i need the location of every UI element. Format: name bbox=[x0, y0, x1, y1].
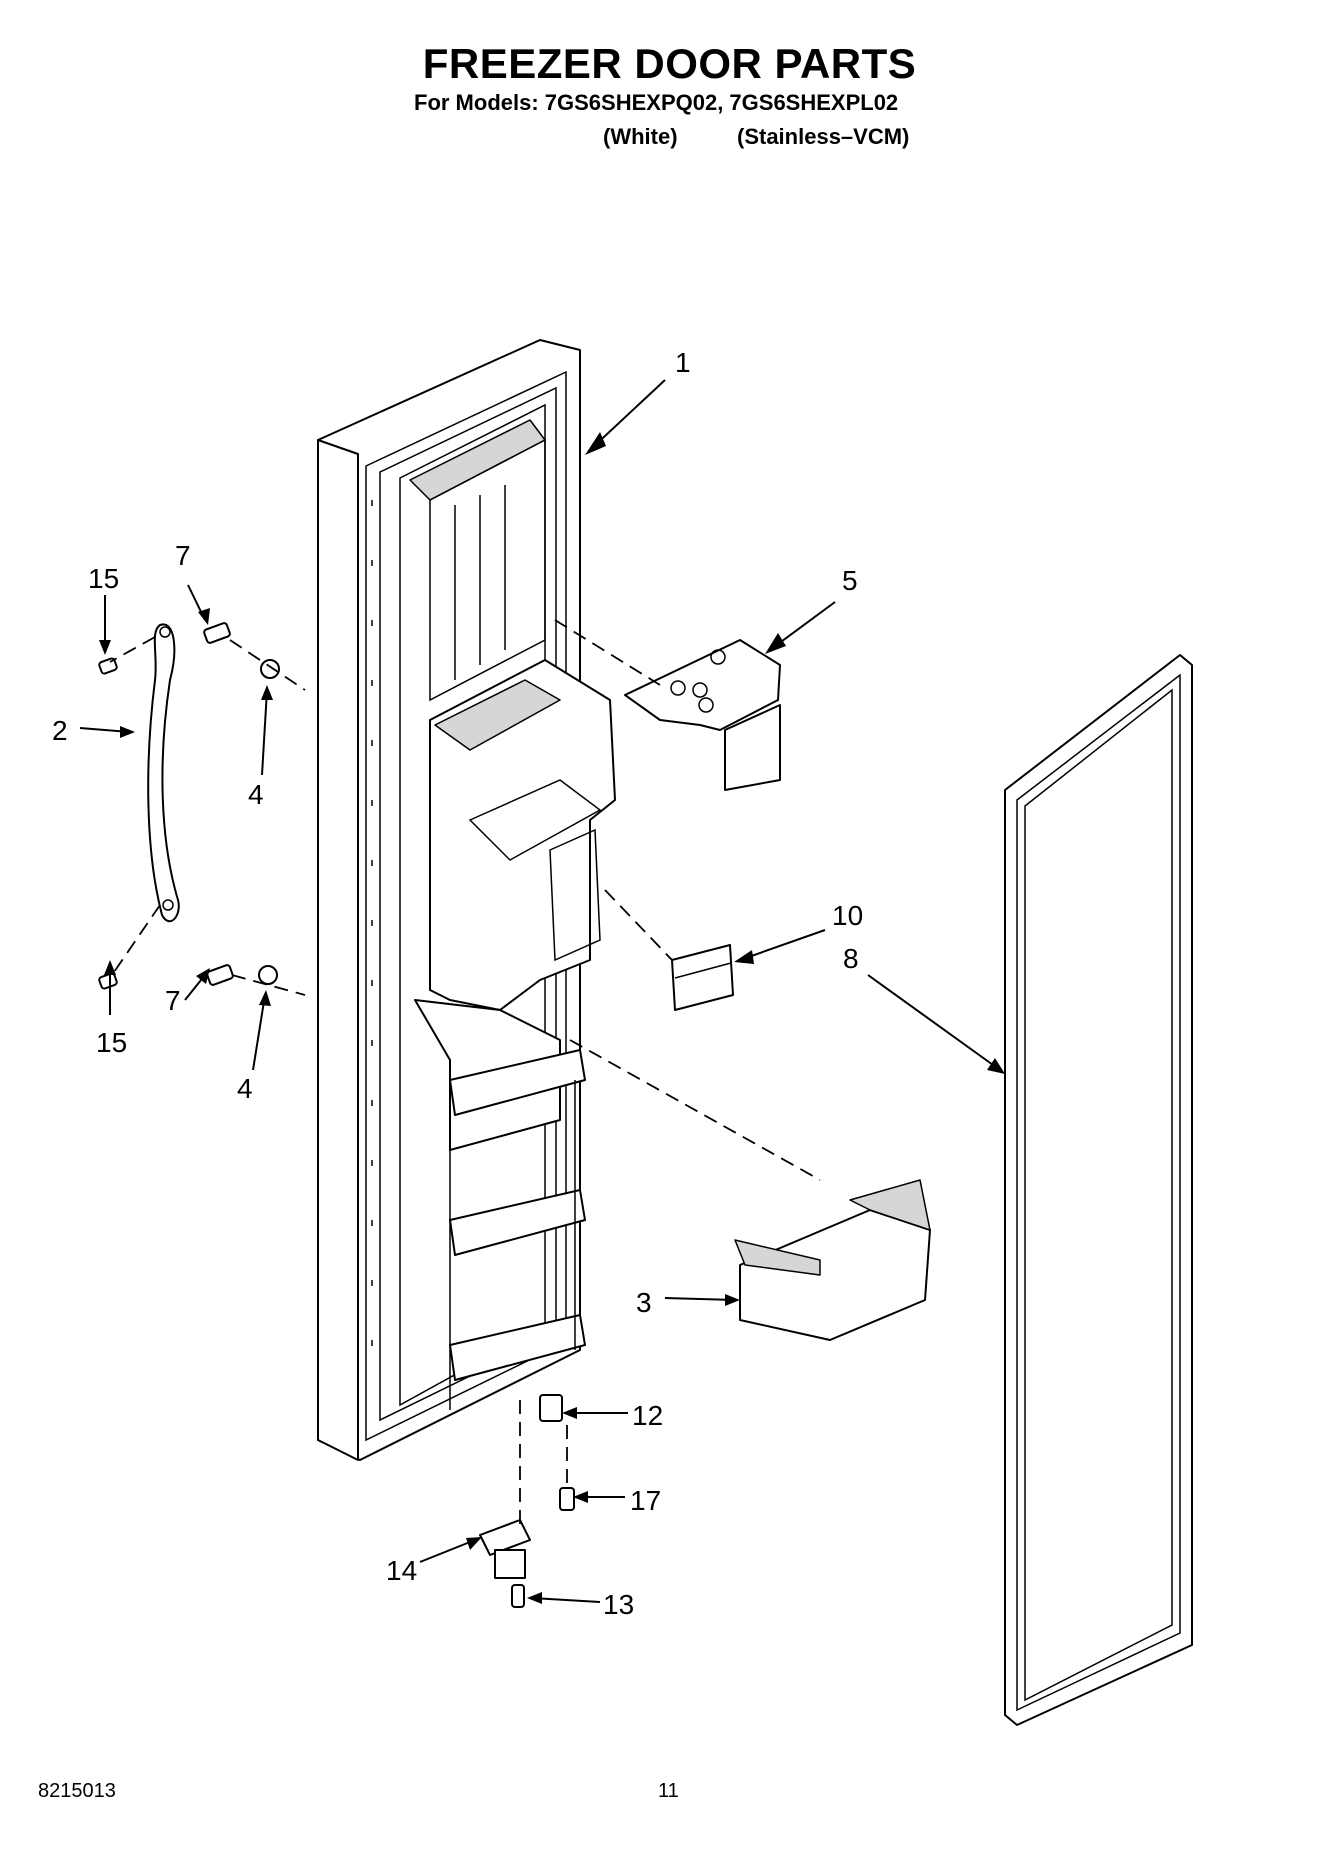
callout-15-top: 15 bbox=[88, 563, 119, 594]
callout-leaders bbox=[79, 379, 1005, 1604]
variant-stainless-label: (Stainless–VCM) bbox=[737, 124, 910, 149]
callout-4-top: 4 bbox=[248, 779, 264, 810]
assembly-dashed-lines bbox=[109, 619, 821, 1530]
callout-10: 10 bbox=[832, 900, 863, 931]
callout-15-bottom: 15 bbox=[96, 1027, 127, 1058]
callout-1: 1 bbox=[675, 347, 691, 378]
models-line: For Models: 7GS6SHEXPQ02, 7GS6SHEXPL02 bbox=[414, 90, 899, 115]
handle-part-2 bbox=[147, 623, 180, 923]
callout-14: 14 bbox=[386, 1555, 417, 1586]
page-title: FREEZER DOOR PARTS bbox=[422, 40, 917, 87]
freezer-door-part-1 bbox=[317, 339, 616, 1461]
callout-7-bottom: 7 bbox=[165, 985, 181, 1016]
callout-7-top: 7 bbox=[175, 540, 191, 571]
callout-2: 2 bbox=[52, 715, 68, 746]
door-gasket-part-8 bbox=[1004, 654, 1193, 1726]
door-bin-part-3 bbox=[734, 1179, 931, 1341]
variant-white-label: (White) bbox=[603, 124, 678, 149]
callout-numbers: 1 5 15 7 2 4 10 8 7 15 4 3 12 17 14 13 bbox=[52, 347, 863, 1620]
callout-5: 5 bbox=[842, 565, 858, 596]
callout-12: 12 bbox=[632, 1400, 663, 1431]
trim-strip-part-10 bbox=[671, 944, 734, 1011]
callout-13: 13 bbox=[603, 1589, 634, 1620]
callout-3: 3 bbox=[636, 1287, 652, 1318]
hinge-cover-part-5 bbox=[624, 639, 781, 791]
fastener-screws bbox=[98, 622, 575, 1608]
document-number: 8215013 bbox=[38, 1780, 116, 1802]
callout-8: 8 bbox=[843, 943, 859, 974]
callout-17: 17 bbox=[630, 1485, 661, 1516]
page-number: 11 bbox=[658, 1780, 679, 1802]
callout-4-bottom: 4 bbox=[237, 1073, 253, 1104]
